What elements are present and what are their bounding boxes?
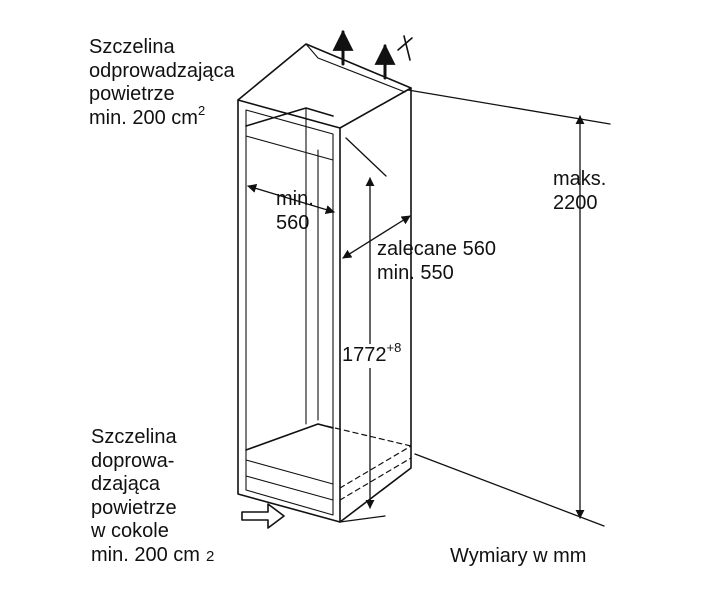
top-vent-line1: Szczelina [89, 36, 175, 58]
bottom-vent-label: Szczelina doprowa- dzająca powietrze w c… [91, 426, 214, 568]
width-dimension-label: min. 560 [276, 188, 314, 235]
top-vent-label: Szczelina odprowadzająca powietrze min. … [89, 36, 235, 130]
max-height-line2: 2200 [553, 191, 598, 214]
units-note: Wymiary w mm [450, 545, 587, 567]
niche-height-value: 1772 [342, 344, 387, 366]
bottom-vent-area: min. 200 cm [91, 543, 200, 566]
niche-height-label: 1772+8 [341, 341, 403, 368]
max-height-label: maks. 2200 [553, 168, 606, 215]
bottom-vent-line4: powietrze [91, 496, 177, 519]
bottom-vent-line3: dzająca [91, 473, 160, 495]
width-dimension [247, 137, 387, 214]
top-vent-line4: min. 200 cm2 [89, 104, 235, 131]
width-dim-line1: min. [276, 188, 314, 210]
niche-height-tolerance: +8 [386, 340, 402, 356]
width-dim-line2: 560 [276, 211, 310, 234]
bottom-vent-area-sup: 2 [205, 547, 215, 565]
ceiling-tick-mark [397, 35, 413, 61]
bottom-vent-line5: w cokole [91, 520, 169, 542]
niche-height-dimension [339, 177, 386, 523]
hidden-edges [317, 423, 412, 501]
bottom-vent-line2: doprowa- [91, 449, 175, 472]
air-outlet-arrows [332, 29, 396, 80]
bottom-vent-line1: Szczelina [91, 426, 177, 448]
top-vent-line3: powietrze [89, 83, 175, 105]
top-vent-area-sup: 2 [197, 102, 206, 118]
air-inlet-arrow [241, 503, 285, 529]
depth-dimension-label: zalecane 560 min. 550 [377, 238, 496, 285]
bottom-vent-line6: min. 200 cm 2 [91, 544, 214, 569]
cabinet-niche [237, 43, 412, 523]
depth-dim-line1: zalecane 560 [377, 238, 496, 260]
depth-dim-line2: min. 550 [377, 261, 454, 284]
top-vent-area: min. 200 cm [89, 106, 198, 129]
max-height-line1: maks. [553, 168, 607, 190]
top-vent-line2: odprowadzająca [89, 59, 235, 82]
max-height-dimension [414, 115, 605, 527]
